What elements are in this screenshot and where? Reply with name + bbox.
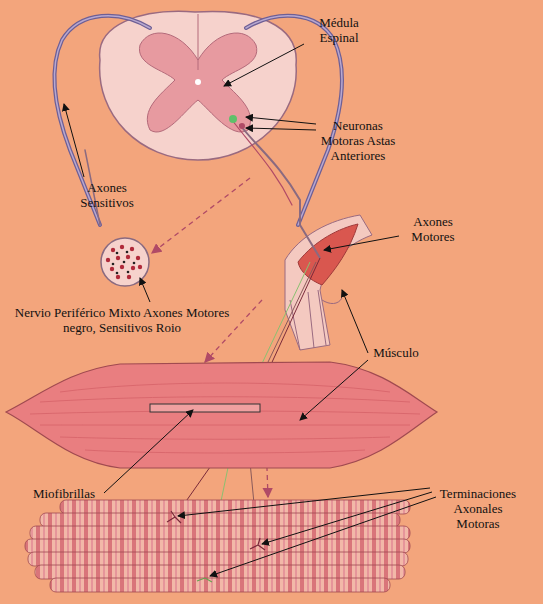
leader-arrows <box>246 117 316 124</box>
nerve-roots <box>232 120 292 205</box>
leader-arrows <box>262 492 432 544</box>
limb-muscle <box>298 224 358 285</box>
leader-arrows <box>224 44 304 86</box>
nerve-cross-section <box>101 238 149 286</box>
nerve-cross-section <box>106 258 110 262</box>
nerve-cross-section <box>116 252 119 255</box>
myofibrils <box>40 513 400 527</box>
nerve-cross-section <box>111 248 115 252</box>
nerve-cross-section <box>136 256 140 260</box>
part-label: Médula Espinal <box>304 15 374 45</box>
myofibrils <box>60 500 410 514</box>
axon-terminals <box>197 578 212 582</box>
muscle-belly <box>30 383 420 453</box>
limb-muscle <box>290 300 300 350</box>
leader-arrows <box>342 290 368 353</box>
myofibrils <box>30 526 410 540</box>
axon-paths <box>300 225 320 258</box>
nerve-cross-section <box>101 238 149 286</box>
nerve-roots <box>54 16 150 225</box>
spinal-cord <box>100 11 297 160</box>
part-label: Terminaciones Axonales Motoras <box>433 486 523 531</box>
muscle-belly <box>40 397 410 402</box>
nerve-cross-section <box>123 261 126 264</box>
dashed-arrows <box>152 178 250 253</box>
myofibrils <box>25 500 410 592</box>
leader-arrows <box>104 410 193 493</box>
nerve-cross-section <box>120 245 124 249</box>
nerve-cross-section <box>112 251 136 275</box>
nerve-roots <box>239 123 245 129</box>
nerve-cross-section <box>131 266 135 270</box>
leader-arrows <box>324 236 399 250</box>
nerve-cross-section <box>130 247 134 251</box>
part-label: Neuronas Motoras Astas Anteriores <box>313 118 403 163</box>
myofibrils <box>25 539 410 553</box>
part-label: Músculo <box>361 345 431 360</box>
nerve-cross-section <box>133 262 136 265</box>
muscle-belly <box>6 362 437 468</box>
axon-terminals <box>167 511 265 582</box>
limb-muscle <box>285 215 372 350</box>
leader-arrows <box>140 278 150 302</box>
nerve-cross-section <box>126 255 130 259</box>
myofibrils <box>28 552 408 566</box>
muscle-belly <box>85 450 365 453</box>
part-label: Miofibrillas <box>22 486 106 501</box>
spinal-cord <box>100 11 297 160</box>
nerve-cross-section <box>116 275 120 279</box>
nerve-roots <box>240 125 300 225</box>
nerve-cross-section <box>126 251 129 254</box>
nerve-roots <box>54 16 150 225</box>
muscle-belly <box>6 362 437 468</box>
spinal-cord <box>198 14 199 70</box>
spinal-cord <box>195 79 201 85</box>
part-label: Nervio Periférico Mixto Axones Motores n… <box>6 305 238 335</box>
nerve-cross-section <box>112 263 115 266</box>
part-label: Axones Sensitivos <box>67 180 147 210</box>
myofibrils <box>50 578 390 592</box>
nerve-cross-section <box>120 265 124 269</box>
nerve-roots <box>54 16 342 225</box>
limb-muscle <box>308 290 342 348</box>
nerve-roots <box>246 16 342 225</box>
axon-terminals <box>167 511 181 523</box>
part-label: Axones Motores <box>400 214 466 244</box>
muscle-belly <box>150 404 260 412</box>
nerve-cross-section <box>110 267 114 271</box>
leader-arrows <box>246 128 316 130</box>
nerve-roots <box>246 16 342 225</box>
leader-arrows <box>210 497 436 576</box>
limb-muscle <box>285 215 372 350</box>
nerve-roots <box>229 115 237 123</box>
nerve-cross-section <box>116 272 119 275</box>
nerve-cross-section <box>116 256 120 260</box>
muscle-belly <box>60 437 390 439</box>
nerve-cross-section <box>138 265 142 269</box>
muscle-belly <box>40 425 410 426</box>
nerve-cross-section <box>106 245 142 279</box>
leader-arrows <box>64 104 84 177</box>
leader-arrows <box>300 360 368 420</box>
nerve-cross-section <box>127 275 131 279</box>
nerve-cross-section <box>127 271 130 274</box>
